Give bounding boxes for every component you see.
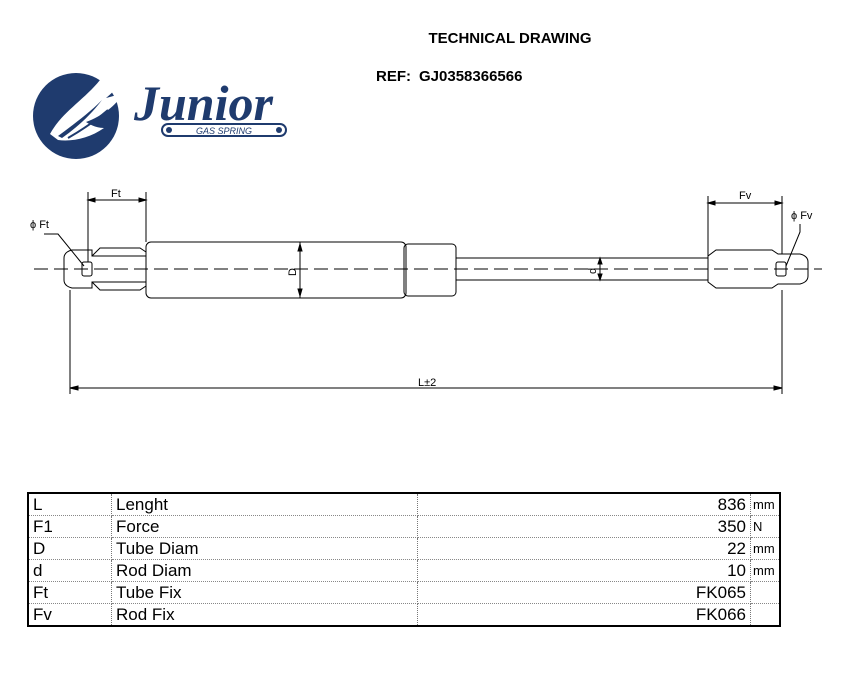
spec-name: Rod Fix [111, 603, 418, 627]
spec-unit [750, 603, 780, 627]
spec-name: Tube Diam [111, 537, 418, 560]
dim-length-label: L±2 [418, 377, 436, 389]
spec-unit: N [750, 515, 780, 538]
spec-value: FK065 [417, 581, 751, 604]
spec-value: FK066 [417, 603, 751, 627]
junior-logo: Junior GAS SPRING [33, 52, 287, 159]
spec-code: Fv [28, 603, 112, 627]
tube-end-fitting [63, 249, 147, 289]
eagle-wing-icon [50, 52, 128, 141]
spec-code: Ft [28, 581, 112, 604]
spec-value: 10 [417, 559, 751, 582]
spec-name: Lenght [111, 493, 418, 516]
rod-end-fitting [707, 249, 809, 289]
drawing-title: TECHNICAL DRAWING [428, 30, 592, 47]
phi-fv-label: ϕ Fv [791, 210, 813, 222]
logo-brand: Junior [133, 75, 274, 131]
spec-name: Tube Fix [111, 581, 418, 604]
spec-code: D [28, 537, 112, 560]
spec-value: 836 [417, 493, 751, 516]
phi-ft-label: ϕ Ft [30, 219, 49, 231]
tube-cap [403, 243, 457, 297]
spec-unit [750, 581, 780, 604]
dim-d-label: d [587, 268, 599, 274]
reference: REF: GJ0358366566 [376, 68, 530, 85]
tube-body [145, 241, 407, 299]
spec-name: Rod Diam [111, 559, 418, 582]
ref-value: GJ0358366566 [419, 68, 523, 85]
ref-label: REF: [376, 68, 411, 85]
dim-D-label: D [287, 268, 299, 276]
spec-value: 22 [417, 537, 751, 560]
spec-unit: mm [750, 493, 780, 516]
dim-fv-label: Fv [739, 190, 752, 202]
logo-tagline: GAS SPRING [196, 126, 252, 136]
spec-code: L [28, 493, 112, 516]
spec-unit: mm [750, 537, 780, 560]
dim-ft-label: Ft [111, 188, 121, 200]
spec-value: 350 [417, 515, 751, 538]
technical-drawing: Ft Fv ϕ Ft ϕ Fv D d L±2 [30, 188, 822, 394]
spec-name: Force [111, 515, 418, 538]
spec-unit: mm [750, 559, 780, 582]
spec-code: d [28, 559, 112, 582]
spec-code: F1 [28, 515, 112, 538]
